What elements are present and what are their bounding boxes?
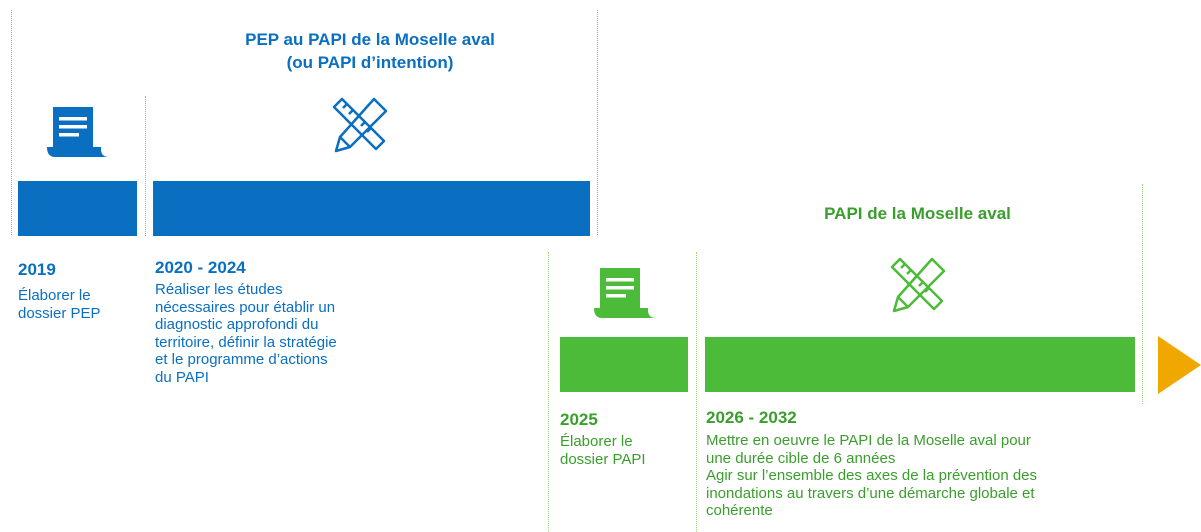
- text-line: Agir sur l’ensemble des axes de la préve…: [706, 467, 1038, 484]
- phase2-title: PAPI de la Moselle aval: [824, 204, 1011, 223]
- ruler-pencil-icon: [888, 255, 948, 315]
- phase2-mid-divider: [696, 252, 697, 532]
- phase1-step1-year: 2019: [18, 260, 56, 279]
- text-line: Élaborer le: [18, 287, 91, 304]
- phase2-bar-2026-2032: [705, 337, 1135, 392]
- text-line: diagnostic approfondi du: [155, 316, 319, 333]
- text-line: territoire, définir la stratégie: [155, 333, 337, 351]
- phase1-title: PEP au PAPI de la Moselle aval (ou PAPI …: [150, 28, 590, 74]
- phase1-title-line1: PEP au PAPI de la Moselle aval: [245, 30, 495, 49]
- phase2-step2-year: 2026 - 2032: [706, 408, 797, 427]
- text-line: et le programme d’actions: [155, 351, 328, 368]
- phase1-right-divider: [597, 10, 598, 235]
- phase2-step1-desc: Élaborer le dossier PAPI: [560, 433, 646, 468]
- phase2-step1-year: 2025: [560, 410, 598, 429]
- phase1-step2-desc: Réaliser les études nécessaires pour éta…: [155, 281, 337, 386]
- document-icon: [590, 264, 662, 322]
- text-line: une durée cible de 6 années: [706, 449, 896, 467]
- phase1-bar-2019: [18, 181, 137, 236]
- text-line: Élaborer le: [560, 433, 633, 450]
- text-line: Mettre en oeuvre le PAPI de la Moselle a…: [706, 432, 1031, 449]
- document-icon: [43, 103, 115, 161]
- phase2-bar-2025: [560, 337, 688, 392]
- phase1-mid-divider: [145, 96, 146, 236]
- phase2-step2-desc: Mettre en oeuvre le PAPI de la Moselle a…: [706, 432, 1037, 520]
- ruler-pencil-icon: [330, 95, 390, 155]
- phase1-step1-desc: Élaborer le dossier PEP: [18, 287, 101, 322]
- phase1-step2-year: 2020 - 2024: [155, 258, 246, 277]
- text-line: dossier PAPI: [560, 450, 646, 468]
- phase1-bar-2020-2024: [153, 181, 590, 236]
- phase2-right-divider: [1142, 184, 1143, 404]
- phase2-left-divider: [548, 252, 549, 532]
- phase1-left-divider: [11, 10, 12, 235]
- text-line: nécessaires pour établir un: [155, 298, 336, 316]
- text-line: du PAPI: [155, 368, 209, 386]
- text-line: inondations au travers d’une démarche gl…: [706, 484, 1035, 502]
- text-line: cohérente: [706, 502, 773, 519]
- arrow-right-icon: [1158, 336, 1201, 394]
- phase1-title-line2: (ou PAPI d’intention): [286, 53, 454, 72]
- text-line: dossier PEP: [18, 304, 101, 322]
- text-line: Réaliser les études: [155, 281, 283, 298]
